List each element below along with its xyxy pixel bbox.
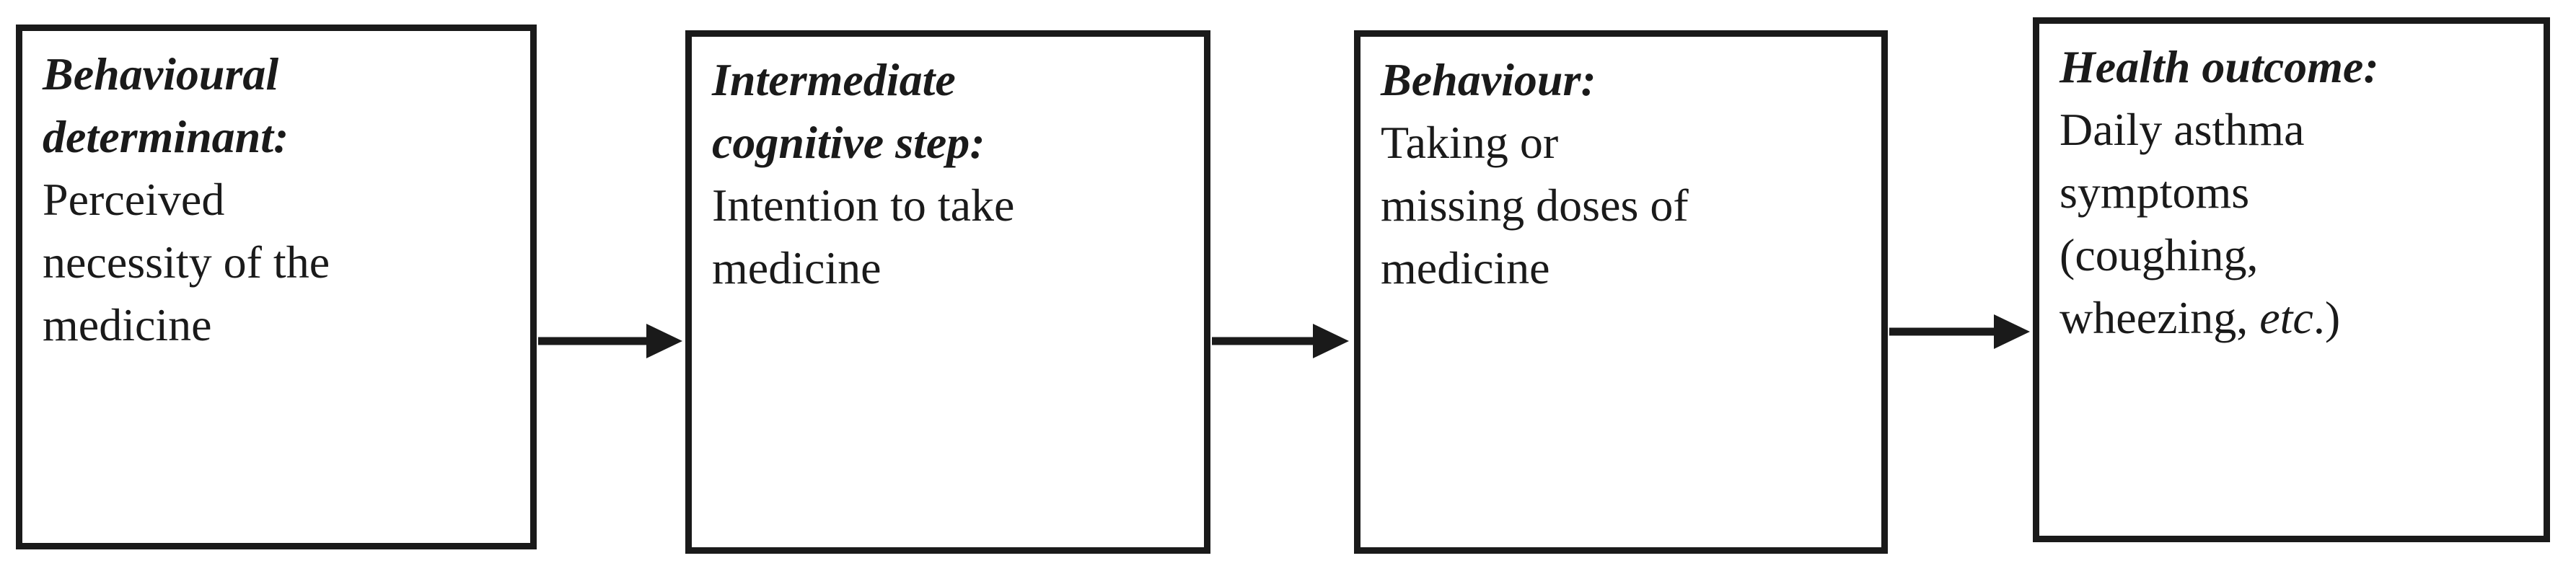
box-body-text: Daily asthma bbox=[2060, 104, 2305, 155]
text-line: medicine bbox=[43, 293, 516, 356]
box-intermediate-cognitive-step: Intermediate cognitive step: Intention to … bbox=[685, 30, 1210, 554]
box-body-text: Taking or bbox=[1381, 117, 1559, 168]
right-arrow-icon bbox=[1212, 324, 1349, 358]
box-body-text: Perceived bbox=[43, 174, 225, 225]
box-body-text: Intention to take bbox=[712, 180, 1015, 231]
text-line: medicine bbox=[712, 236, 1190, 299]
box-body-text: necessity of the bbox=[43, 236, 330, 288]
text-line: Intermediate bbox=[712, 48, 1190, 111]
text-line: cognitive step: bbox=[712, 111, 1190, 174]
box-body-text: medicine bbox=[712, 242, 882, 293]
box-body-text: medicine bbox=[43, 299, 212, 350]
box-health-outcome: Health outcome: Daily asthma symptoms (coug… bbox=[2033, 17, 2550, 542]
right-arrow-icon bbox=[1889, 314, 2030, 349]
box-heading-text: cognitive step: bbox=[712, 117, 985, 168]
box-behavioural-determinant: Behavioural determinant: Perceived necessit… bbox=[16, 25, 537, 549]
box-body-text: (coughing, bbox=[2060, 229, 2259, 280]
text-line: Daily asthma bbox=[2060, 98, 2529, 161]
text-line: medicine bbox=[1381, 236, 1867, 299]
text-line: Intention to take bbox=[712, 174, 1190, 236]
box-heading-text: determinant: bbox=[43, 111, 289, 162]
text-line: Health outcome: bbox=[2060, 35, 2529, 98]
box-behaviour: Behaviour: Taking or missing doses of medic… bbox=[1354, 30, 1888, 554]
box-body-text: .) bbox=[2313, 292, 2341, 343]
box-heading-text: Behaviour: bbox=[1381, 54, 1596, 105]
text-line: (coughing, bbox=[2060, 224, 2529, 286]
text-line: wheezing, etc.) bbox=[2060, 286, 2529, 349]
text-line: Perceived bbox=[43, 168, 516, 231]
box-body-text: symptoms bbox=[2060, 167, 2250, 218]
text-line: Behavioural bbox=[43, 43, 516, 105]
box-body-text: wheezing, bbox=[2060, 292, 2260, 343]
text-line: symptoms bbox=[2060, 161, 2529, 224]
text-line: Behaviour: bbox=[1381, 48, 1867, 111]
box-body-text: etc bbox=[2259, 292, 2313, 343]
box-body-text: missing doses of bbox=[1381, 180, 1689, 231]
text-line: determinant: bbox=[43, 105, 516, 168]
box-heading-text: Behavioural bbox=[43, 48, 279, 100]
right-arrow-icon bbox=[538, 324, 682, 358]
box-heading-text: Intermediate bbox=[712, 54, 956, 105]
box-heading-text: Health outcome: bbox=[2060, 41, 2379, 92]
text-line: necessity of the bbox=[43, 231, 516, 293]
text-line: missing doses of bbox=[1381, 174, 1867, 236]
text-line: Taking or bbox=[1381, 111, 1867, 174]
box-body-text: medicine bbox=[1381, 242, 1550, 293]
